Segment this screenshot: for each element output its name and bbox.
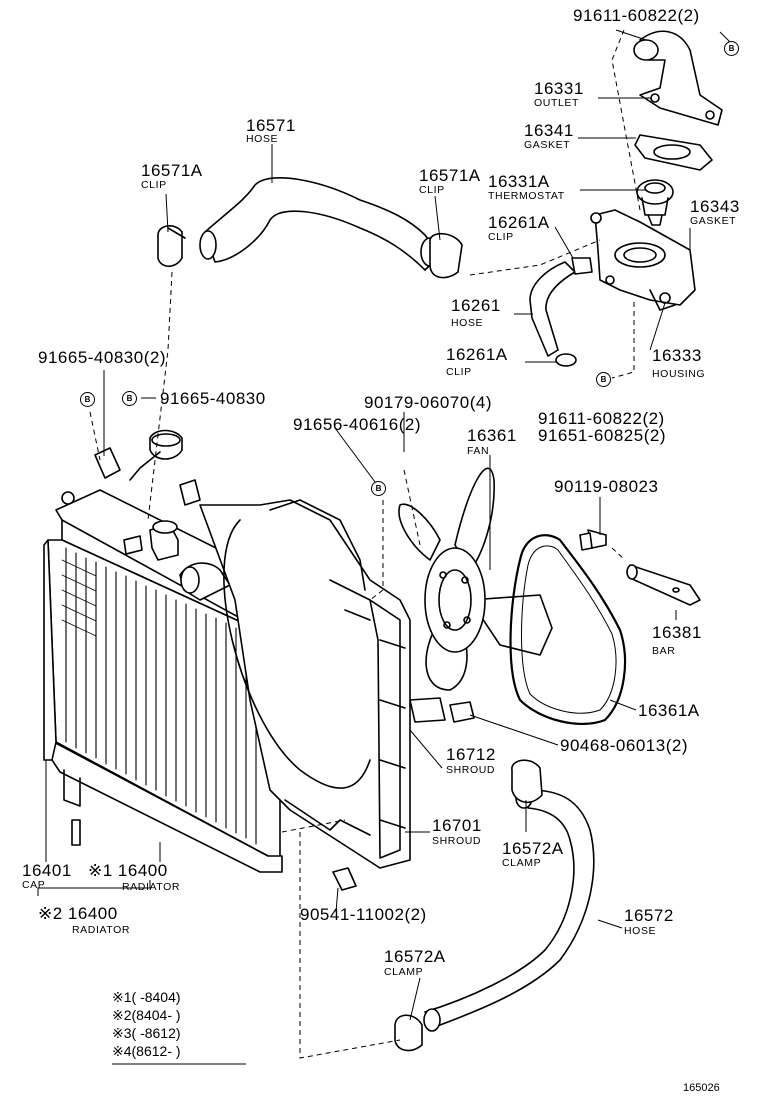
callout-16261-name: HOSE — [451, 317, 484, 329]
callout-91651: 91651-60825(2) — [538, 426, 666, 445]
callout-16331a-name: THERMOSTAT — [488, 190, 565, 202]
callout-16572a-upper-name: CLAMP — [502, 857, 542, 869]
callout-16261a-upper: 16261A — [488, 213, 550, 232]
callout-16341-name: GASKET — [524, 139, 571, 151]
note-variant-4: ※4(8612- ) — [112, 1043, 181, 1059]
callout-16381-name: BAR — [652, 645, 676, 657]
callout-16401-name: CAP — [22, 879, 46, 891]
callout-16571a-left-name: CLIP — [141, 179, 167, 191]
callout-16341: 16341 — [524, 121, 574, 140]
callout-16361a: 16361A — [638, 701, 700, 720]
callout-90119: 90119-08023 — [554, 477, 659, 496]
callout-91665-b: 91665-40830 — [160, 389, 266, 408]
callout-16572a-lower: 16572A — [384, 947, 446, 966]
callout-16572a-upper: 16572A — [502, 839, 564, 858]
bolt-marker-radiator-right: B — [122, 391, 137, 406]
callout-91611-top: 91611-60822(2) — [573, 6, 700, 25]
callout-16571a-right: 16571A — [419, 166, 481, 185]
callout-16261a-lower: 16261A — [446, 345, 508, 364]
fan-drawing — [398, 467, 553, 691]
callout-16400-variant-1: ※1 16400 — [88, 861, 168, 880]
callout-16261a-lower-name: CLIP — [446, 366, 472, 378]
bolt-marker-radiator-left: B — [80, 392, 95, 407]
callout-16261a-upper-name: CLIP — [488, 231, 514, 243]
callout-16361: 16361 — [467, 426, 517, 445]
callout-90541: 90541-11002(2) — [300, 905, 427, 924]
bolt-marker-top-right: B — [724, 41, 739, 56]
callout-16571a-left: 16571A — [141, 161, 203, 180]
callout-16400-variant-1-name: RADIATOR — [122, 881, 181, 893]
callout-90468: 90468-06013(2) — [560, 736, 688, 755]
shroud-drawing — [199, 499, 475, 891]
callout-16701: 16701 — [432, 816, 482, 835]
callout-16712-name: SHROUD — [446, 764, 496, 776]
callout-91611-bottom: 91611-60822(2) — [538, 409, 665, 428]
callout-16701-name: SHROUD — [432, 835, 482, 847]
callout-16400-variant-2: ※2 16400 — [38, 904, 118, 923]
callout-16401: 16401 — [22, 861, 72, 880]
callout-16572-name: HOSE — [624, 925, 657, 937]
note-variant-1: ※1( -8404) — [112, 989, 181, 1005]
callout-16712: 16712 — [446, 745, 496, 764]
callout-16571a-right-name: CLIP — [419, 184, 445, 196]
callout-16331a: 16331A — [488, 172, 550, 191]
callout-16331: 16331 — [534, 79, 584, 98]
note-variant-2: ※2(8404- ) — [112, 1007, 181, 1023]
note-variant-3: ※3( -8612) — [112, 1025, 181, 1041]
callout-16571: 16571 — [246, 116, 296, 135]
callout-91656: 91656-40616(2) — [293, 415, 421, 434]
callout-16571-name: HOSE — [246, 133, 279, 145]
callout-16572a-lower-name: CLAMP — [384, 966, 424, 978]
callout-16333-name: HOUSING — [652, 368, 706, 380]
callout-16400-variant-2-name: RADIATOR — [72, 924, 131, 936]
callout-16361-name: FAN — [467, 445, 490, 457]
callout-16381: 16381 — [652, 623, 702, 642]
callout-90179: 90179-06070(4) — [364, 393, 492, 412]
callout-16261: 16261 — [451, 296, 501, 315]
callout-16343-name: GASKET — [690, 215, 737, 227]
bolt-marker-housing: B — [596, 372, 611, 387]
bolt-marker-shroud: B — [371, 481, 386, 496]
callout-16343: 16343 — [690, 197, 740, 216]
callout-16331-name: OUTLET — [534, 97, 580, 109]
radiator-drawing — [43, 447, 285, 873]
callout-16333: 16333 — [652, 346, 702, 365]
figure-number: 165026 — [683, 1082, 720, 1094]
callout-91665-a: 91665-40830(2) — [38, 348, 166, 367]
callout-16572: 16572 — [624, 906, 674, 925]
